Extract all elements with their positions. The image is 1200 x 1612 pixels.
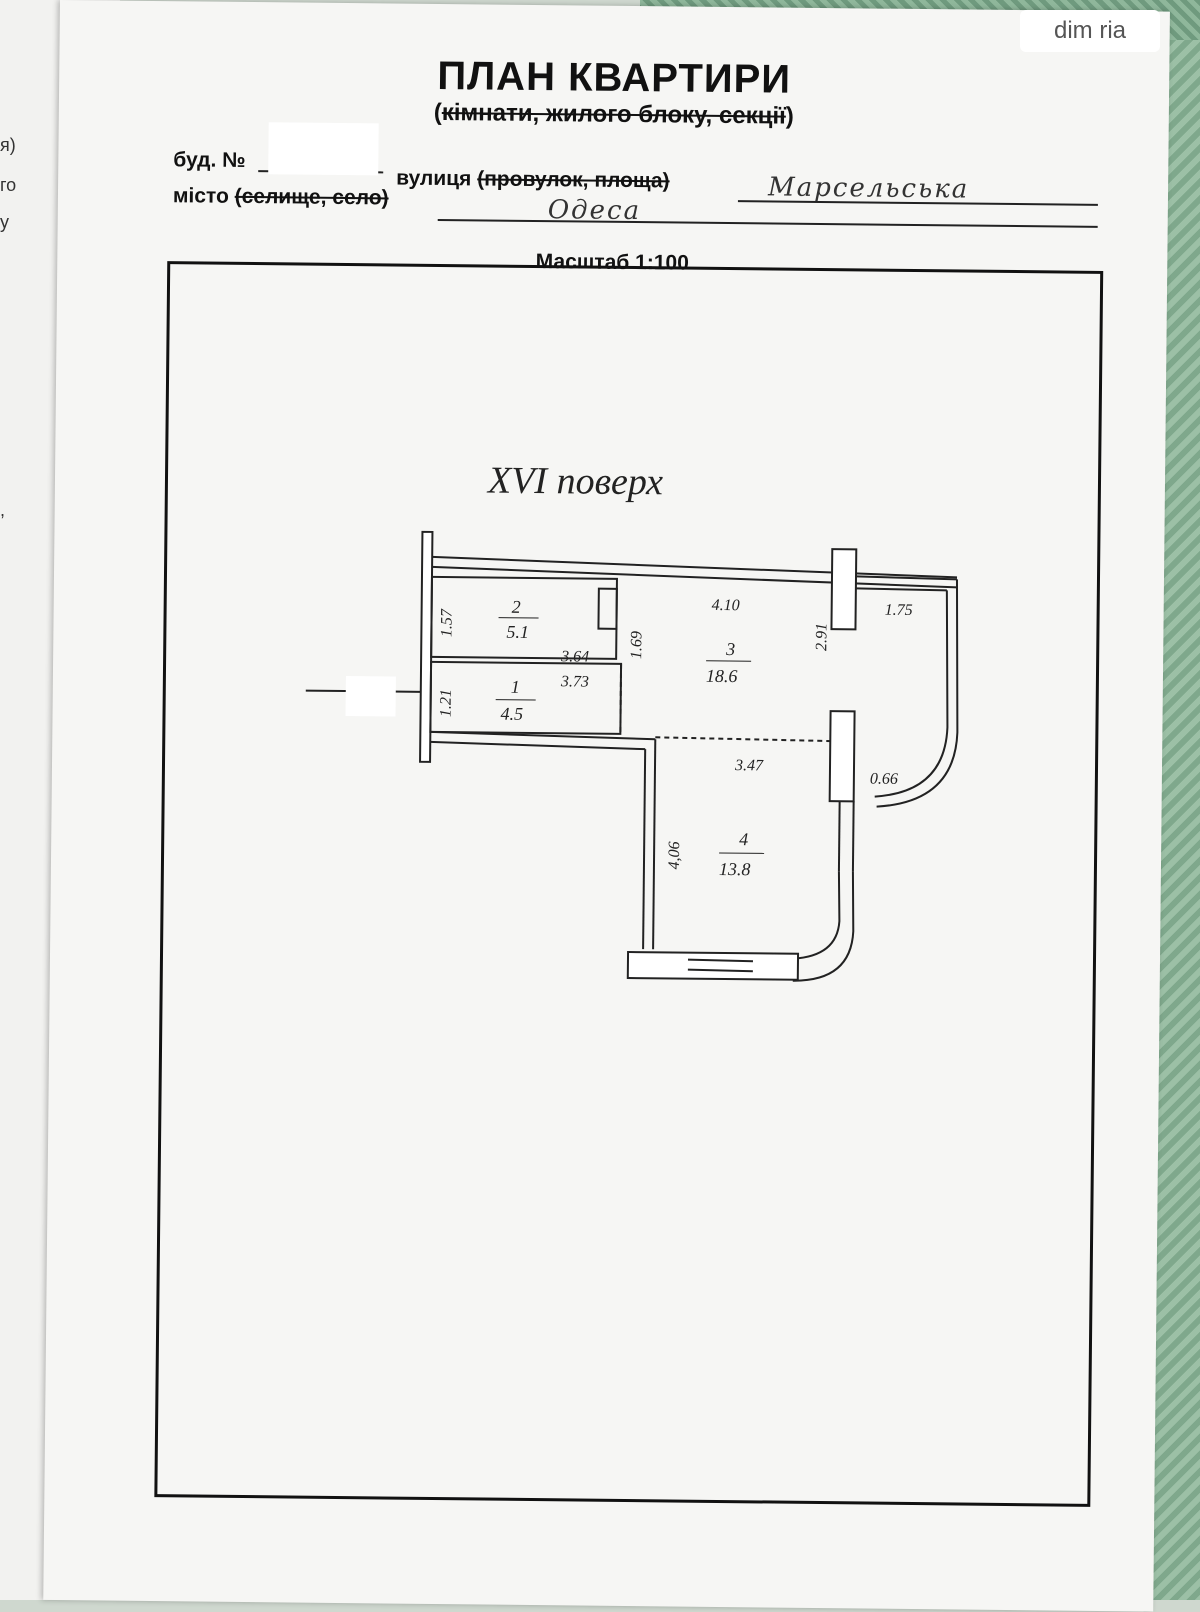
- room-4-west-wall: [643, 749, 645, 949]
- street-label: вулиця (провулок, площа): [396, 167, 670, 194]
- room-2-niche: [598, 589, 616, 629]
- city-line: [438, 219, 1098, 228]
- room-1-area: 4.5: [500, 704, 523, 724]
- dim-1-57: 1.57: [438, 608, 455, 637]
- dim-3-64: 3.64: [560, 648, 589, 665]
- city-label-text: місто: [173, 184, 229, 208]
- floor-label: XVI поверх: [486, 459, 664, 503]
- document-sheet: ПЛАН КВАРТИРИ (кімнати, жилого блоку, се…: [43, 0, 1170, 1612]
- room-3-area: 18.6: [706, 666, 738, 686]
- room-4-south-wall: [628, 952, 798, 980]
- street-struck: (провулок, площа): [477, 167, 670, 192]
- back-text-fragment: го: [0, 175, 16, 196]
- dim-1-21: 1.21: [438, 689, 455, 717]
- redacted-building-number: [268, 122, 379, 175]
- balcony-rail: [875, 590, 949, 798]
- street-label-text: вулиця: [396, 167, 471, 191]
- dim-3-73: 3.73: [560, 673, 589, 690]
- dim-1-69: 1.69: [628, 631, 645, 659]
- city-struck: (селище, село): [235, 185, 389, 210]
- north-wall: [432, 557, 957, 577]
- dim-3-47: 3.47: [734, 757, 764, 774]
- subtitle-struck: кімнати, жилого блоку, секції: [442, 99, 786, 130]
- plan-frame: XVI поверх 2 5.1 1 4.5 3 18.6 4 13.8 1.5…: [154, 261, 1103, 1507]
- dim-0-66: 0.66: [870, 771, 898, 788]
- street-value: Марсельська: [768, 172, 969, 204]
- room-1-walls: [430, 662, 621, 734]
- floor-plan: XVI поверх 2 5.1 1 4.5 3 18.6 4 13.8 1.5…: [157, 264, 1100, 1504]
- building-label: буд. №: [173, 148, 246, 173]
- redacted-mark: [346, 676, 396, 717]
- city-label: місто (селище, село): [173, 184, 389, 210]
- room-4-area: 13.8: [719, 859, 751, 879]
- back-text-fragment: у: [0, 212, 9, 233]
- room-1-number: 1: [511, 677, 520, 697]
- room-4-corner: [793, 871, 854, 982]
- dim-4-06: 4,06: [666, 841, 683, 869]
- dim-4-10: 4.10: [712, 597, 740, 614]
- back-text-fragment: я): [0, 135, 16, 156]
- city-value: Одеса: [548, 195, 642, 226]
- room-3-number: 3: [725, 639, 735, 659]
- dim-2-91: 2.91: [813, 623, 830, 651]
- pillar: [831, 549, 856, 629]
- room-2-area: 5.1: [506, 622, 529, 642]
- room-2-number: 2: [512, 597, 521, 617]
- room-4-number: 4: [739, 829, 748, 849]
- subtitle-close: ): [786, 103, 794, 130]
- watermark-logo: dim ria: [1020, 10, 1160, 52]
- dim-1-75: 1.75: [885, 602, 913, 619]
- back-text-fragment: ,: [0, 500, 5, 521]
